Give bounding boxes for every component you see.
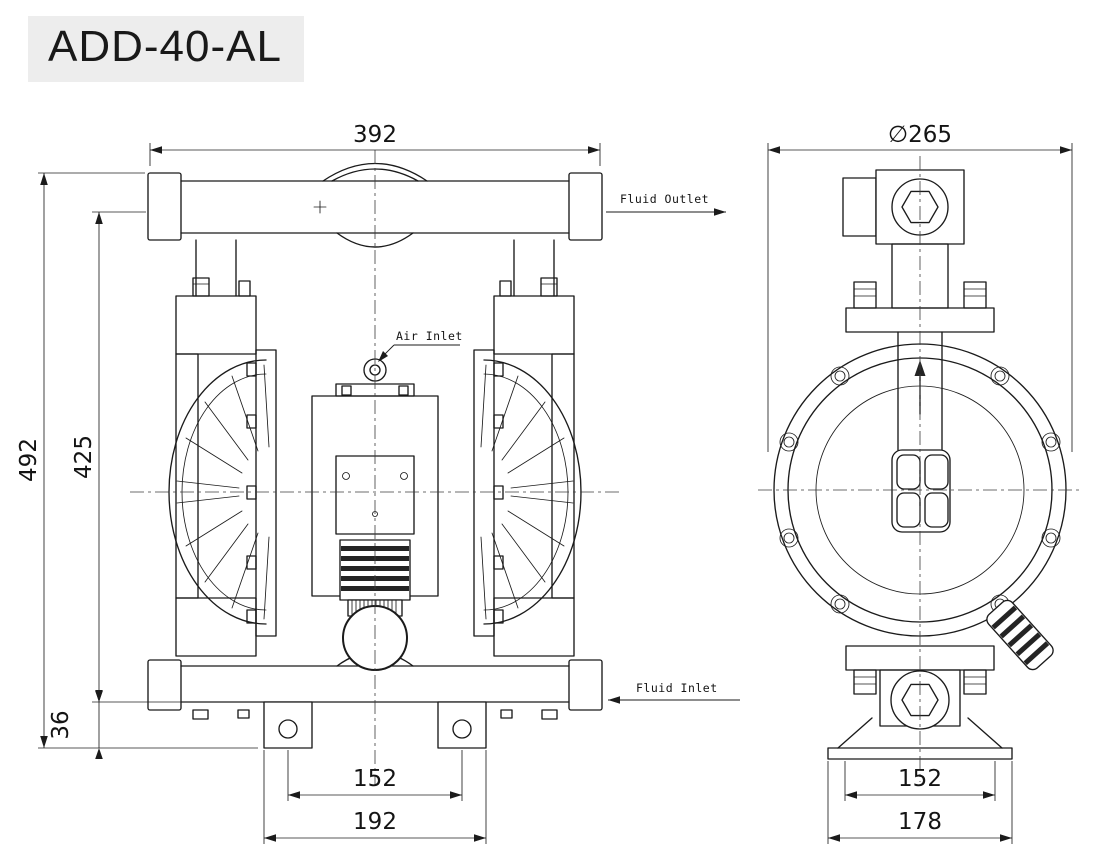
- dim-text-152-front: 152: [353, 766, 397, 792]
- air-inlet-text: Air Inlet: [396, 329, 463, 343]
- top-outlet-port: [842, 169, 965, 309]
- dim-text-178: 178: [898, 809, 942, 835]
- rim-bolts: [779, 366, 1061, 614]
- dim-text-192: 192: [353, 809, 397, 835]
- flow-annotations: Fluid Outlet Air Inlet Fluid Inlet: [378, 192, 740, 704]
- right-diaphragm-chamber: [473, 349, 582, 637]
- fluid-outlet-label: Fluid Outlet: [606, 192, 726, 216]
- tie-rod-columns: [175, 353, 575, 657]
- air-inlet-label: Air Inlet: [378, 329, 463, 362]
- dim-overall-height-492: 492: [16, 172, 258, 749]
- fluid-outlet-text: Fluid Outlet: [620, 192, 709, 206]
- side-muffler: [986, 599, 1054, 671]
- fluid-inlet-label: Fluid Inlet: [608, 681, 740, 704]
- centerlines: [130, 150, 1082, 785]
- fluid-inlet-text: Fluid Inlet: [636, 681, 718, 695]
- dimensions: 392 ∅265 492 425: [16, 122, 1073, 844]
- dim-side-foot-spacing-152: 152: [844, 761, 996, 801]
- dim-text-36: 36: [48, 710, 74, 739]
- drawing-title: ADD-40-AL: [48, 22, 282, 71]
- dim-text-265: ∅265: [888, 122, 952, 148]
- dim-front-foot-spacing-192: 192: [263, 750, 487, 844]
- dim-text-152-side: 152: [898, 766, 942, 792]
- dim-text-392: 392: [353, 122, 397, 148]
- dim-foot-height-36: 36: [48, 691, 103, 759]
- dim-body-diameter-265: ∅265: [767, 122, 1073, 452]
- dim-text-425: 425: [71, 435, 97, 479]
- drawing-title-box: ADD-40-AL: [28, 16, 304, 82]
- dim-side-base-width-178: 178: [827, 761, 1013, 844]
- mounting-feet: [263, 701, 487, 749]
- dim-top-width-392: 392: [149, 122, 601, 166]
- dim-body-height-425: 425: [71, 211, 260, 703]
- dim-front-foot-spacing-152: 152: [287, 750, 463, 801]
- upper-connector-blocks: [175, 239, 575, 355]
- dim-text-492: 492: [16, 438, 42, 482]
- sight-window: [891, 449, 951, 533]
- left-diaphragm-chamber: [168, 349, 277, 637]
